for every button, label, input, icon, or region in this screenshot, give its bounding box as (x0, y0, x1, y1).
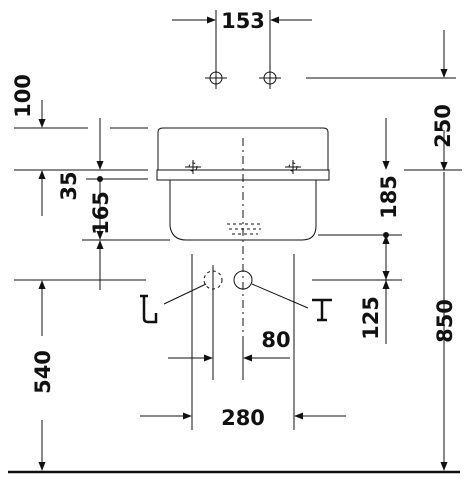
wall-hole-right (259, 67, 281, 89)
label-280: 280 (221, 406, 265, 430)
mounting-mark-right (285, 160, 301, 174)
dim-hole-spacing: 153 (172, 9, 312, 70)
label-185: 185 (377, 175, 401, 219)
dim-850: 850 (433, 172, 457, 471)
label-153: 153 (221, 9, 265, 33)
label-35: 35 (57, 171, 81, 200)
supply-right (233, 270, 253, 290)
label-250: 250 (431, 104, 455, 148)
dim-540: 540 (31, 280, 55, 471)
dim-280: 280 (140, 406, 346, 430)
valve-icon (140, 294, 158, 324)
label-80: 80 (261, 328, 290, 352)
overflow-slots (227, 223, 263, 235)
supply-left (203, 265, 223, 380)
label-850: 850 (433, 299, 457, 343)
wall-hole-left (205, 67, 227, 89)
label-125: 125 (359, 296, 383, 340)
dim-80: 80 (168, 328, 291, 380)
tee-icon (312, 298, 332, 322)
dim-100: 100 (11, 74, 148, 129)
label-100: 100 (11, 74, 35, 118)
dim-250: 250 (404, 30, 462, 171)
dim-125: 125 (359, 240, 390, 344)
mounting-mark-left (185, 160, 201, 174)
dim-165: 165 (82, 180, 170, 290)
dim-35: 35 (14, 118, 148, 216)
dim-185: 185 (318, 118, 402, 282)
label-165: 165 (89, 191, 113, 235)
label-540: 540 (31, 350, 55, 394)
